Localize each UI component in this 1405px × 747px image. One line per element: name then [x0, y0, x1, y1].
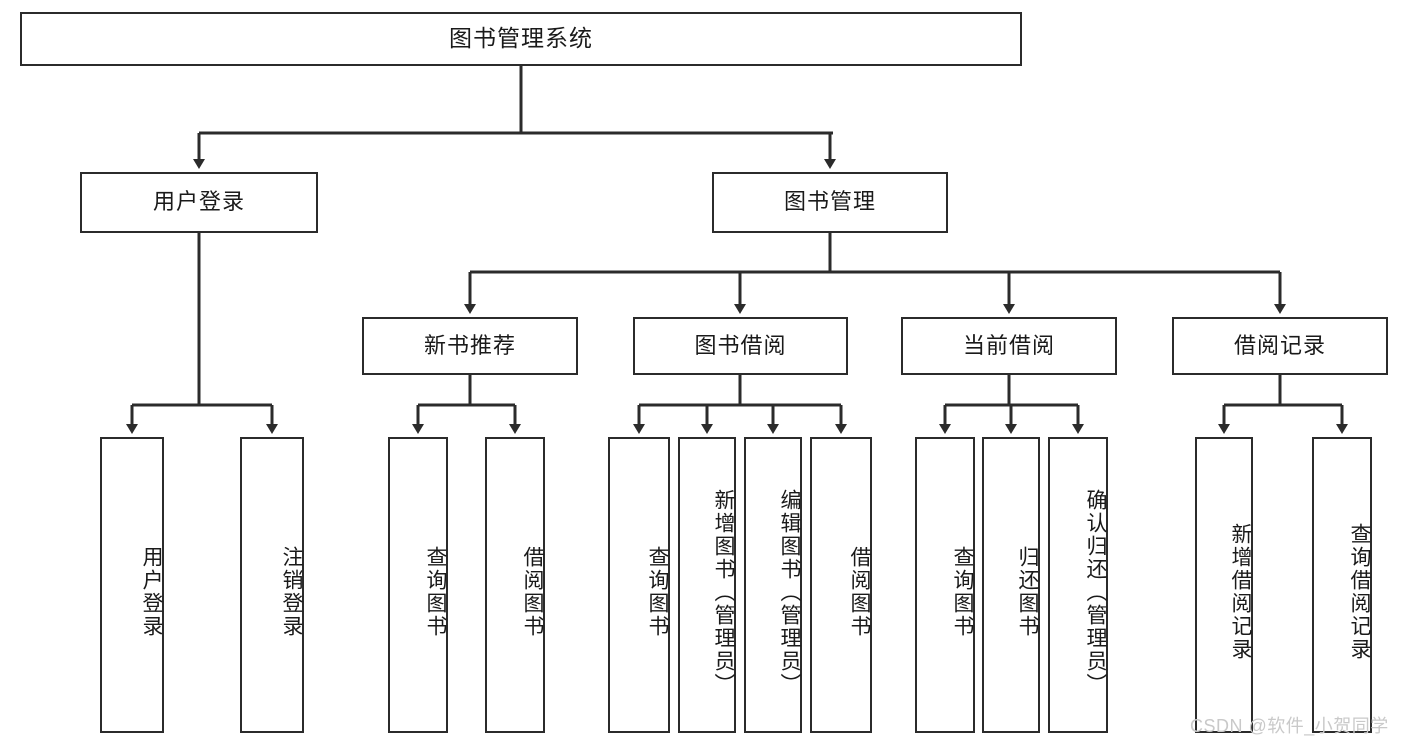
leaf-logout[interactable]: 注销登录	[240, 437, 304, 733]
leaf-borrow-book-recommend[interactable]: 借阅图书	[485, 437, 545, 733]
node-borrow-record[interactable]: 借阅记录	[1172, 317, 1388, 375]
node-label: 新增图书（管理员）	[712, 488, 735, 696]
node-label: 借阅记录	[1233, 332, 1326, 358]
node-label: 借阅图书	[521, 546, 544, 638]
leaf-query-book-borrow[interactable]: 查询图书	[608, 437, 670, 733]
leaf-query-book-recommend[interactable]: 查询图书	[388, 437, 448, 733]
leaf-edit-book-admin[interactable]: 编辑图书（管理员）	[744, 437, 802, 733]
node-label: 图书管理	[783, 189, 876, 215]
csdn-watermark: CSDN @软件_小贺同学	[1190, 716, 1389, 736]
node-label: 借阅图书	[848, 546, 871, 638]
leaf-return-book[interactable]: 归还图书	[982, 437, 1040, 733]
leaf-add-borrow-record[interactable]: 新增借阅记录	[1195, 437, 1253, 733]
node-label: 归还图书	[1016, 546, 1039, 638]
node-label: 当前借阅	[962, 332, 1055, 358]
node-label: 注销登录	[280, 546, 303, 638]
node-label: 查询借阅记录	[1348, 523, 1371, 661]
leaf-query-book-current[interactable]: 查询图书	[915, 437, 975, 733]
node-label: 编辑图书（管理员）	[778, 488, 801, 696]
node-label: 图书借阅	[694, 332, 787, 358]
node-new-book-recommend[interactable]: 新书推荐	[362, 317, 578, 375]
node-user-login[interactable]: 用户登录	[80, 172, 318, 233]
leaf-user-login[interactable]: 用户登录	[100, 437, 164, 733]
leaf-add-book-admin[interactable]: 新增图书（管理员）	[678, 437, 736, 733]
node-label: 查询图书	[951, 546, 974, 638]
node-book-borrow[interactable]: 图书借阅	[633, 317, 848, 375]
node-label: 查询图书	[424, 546, 447, 638]
node-book-management[interactable]: 图书管理	[712, 172, 948, 233]
node-label: 用户登录	[152, 189, 245, 215]
leaf-query-borrow-record[interactable]: 查询借阅记录	[1312, 437, 1372, 733]
node-label: 查询图书	[646, 546, 669, 638]
node-label: 用户登录	[140, 546, 163, 638]
node-label: 新书推荐	[423, 332, 516, 358]
node-current-borrow[interactable]: 当前借阅	[901, 317, 1117, 375]
leaf-confirm-return-admin[interactable]: 确认归还（管理员）	[1048, 437, 1108, 733]
node-root-system[interactable]: 图书管理系统	[20, 12, 1022, 66]
node-root-label: 图书管理系统	[449, 25, 593, 52]
node-label: 新增借阅记录	[1229, 523, 1252, 661]
leaf-borrow-book[interactable]: 借阅图书	[810, 437, 872, 733]
node-label: 确认归还（管理员）	[1084, 488, 1107, 696]
